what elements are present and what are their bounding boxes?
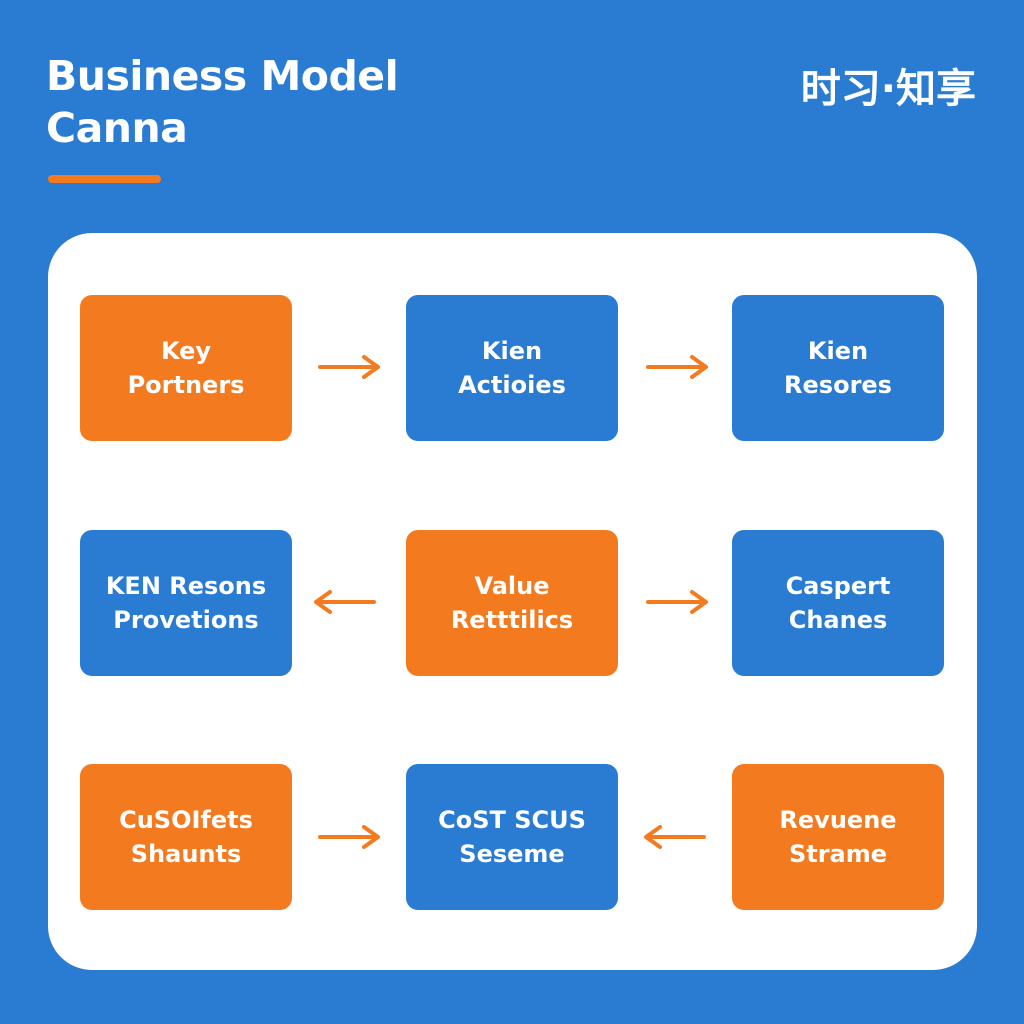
arrow-right-icon bbox=[646, 355, 708, 379]
box-customer-channels-line-2: Chanes bbox=[788, 606, 888, 634]
box-cost-structure: CoST SCUS Seseme bbox=[406, 764, 618, 910]
page-title: Business Model Canna bbox=[46, 50, 606, 154]
box-customer-segments-line-2: Shaunts bbox=[130, 840, 242, 868]
box-key-resons-provetions: KEN Resons Provetions bbox=[80, 530, 292, 676]
box-key-resources-line-2: Resores bbox=[784, 371, 892, 399]
arrow-right-1 bbox=[318, 353, 384, 381]
brand-name: 时习·知享 bbox=[800, 66, 976, 112]
box-cost-structure-line-1: CoST SCUS bbox=[438, 806, 586, 834]
arrow-right-icon bbox=[318, 825, 380, 849]
title-line-2: Canna bbox=[46, 104, 188, 152]
box-key-resources-line-1: Kien bbox=[807, 337, 869, 365]
box-key-resons-provetions-line-1: KEN Resons bbox=[105, 572, 267, 600]
box-value-propositions: Value Retttilics bbox=[406, 530, 618, 676]
title-line-1: Business Model bbox=[46, 52, 399, 100]
box-value-propositions-line-1: Value bbox=[474, 572, 550, 600]
box-key-activities-line-1: Kien bbox=[481, 337, 543, 365]
box-revenue-streams: Revuene Strame bbox=[732, 764, 944, 910]
arrow-left-icon bbox=[314, 590, 376, 614]
box-key-activities-line-2: Actioies bbox=[458, 371, 566, 399]
box-key-partners-line-2: Portners bbox=[127, 371, 245, 399]
arrow-left-icon bbox=[644, 825, 706, 849]
box-customer-segments-line-1: CuSOIfets bbox=[119, 806, 253, 834]
arrow-left-2 bbox=[640, 823, 706, 851]
box-value-propositions-line-2: Retttilics bbox=[450, 606, 574, 634]
box-customer-channels: Caspert Chanes bbox=[732, 530, 944, 676]
box-key-partners: Key Portners bbox=[80, 295, 292, 441]
box-customer-segments: CuSOIfets Shaunts bbox=[80, 764, 292, 910]
box-key-resons-provetions-line-2: Provetions bbox=[113, 606, 259, 634]
arrow-right-4 bbox=[318, 823, 384, 851]
box-cost-structure-line-2: Seseme bbox=[459, 840, 565, 868]
title-underline bbox=[48, 175, 161, 183]
arrow-right-icon bbox=[318, 355, 380, 379]
box-key-partners-line-1: Key bbox=[160, 337, 212, 365]
box-customer-channels-line-1: Caspert bbox=[785, 572, 891, 600]
canvas-panel: Key Portners Kien Actioies Kien Resores … bbox=[48, 233, 977, 970]
arrow-left-1 bbox=[310, 588, 376, 616]
box-key-activities: Kien Actioies bbox=[406, 295, 618, 441]
arrow-right-icon bbox=[646, 590, 708, 614]
box-key-resources: Kien Resores bbox=[732, 295, 944, 441]
box-revenue-streams-line-2: Strame bbox=[788, 840, 888, 868]
arrow-right-2 bbox=[646, 353, 712, 381]
arrow-right-3 bbox=[646, 588, 712, 616]
box-revenue-streams-line-1: Revuene bbox=[779, 806, 897, 834]
